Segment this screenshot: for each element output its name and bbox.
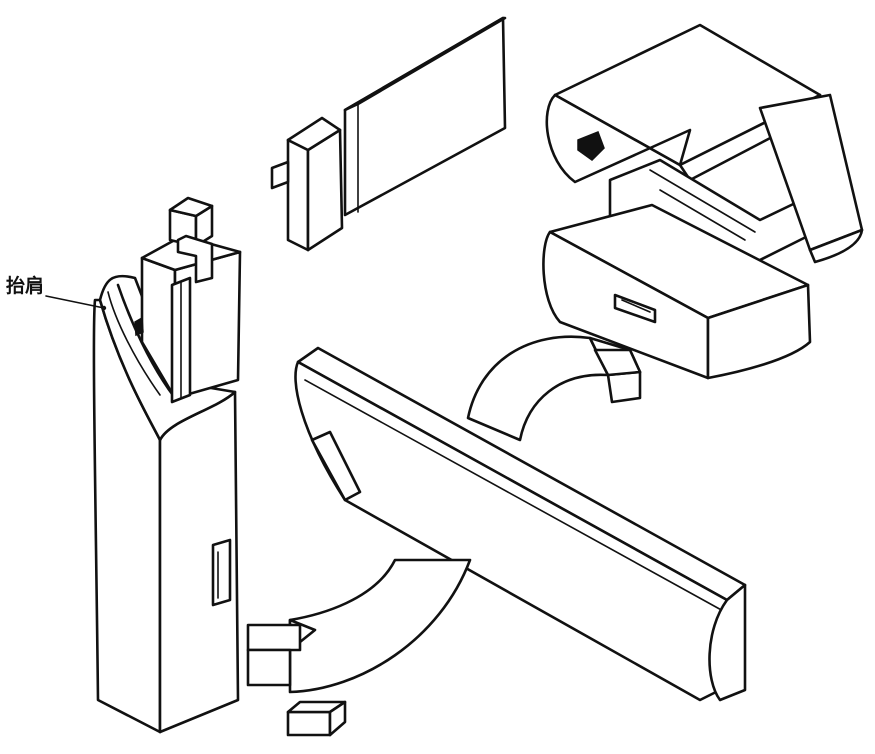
curved-arm [246,335,642,737]
annotation-leader-dot [101,305,107,311]
step-edge-line [649,169,756,233]
loose-tenon-front [286,710,332,737]
lower-tenon-side [246,648,292,687]
annotation-label: 抬肩 [6,274,44,297]
loose-tenon-end [328,700,347,737]
corner-joint [542,23,864,380]
lower-block-end [706,283,812,380]
side-mortise [211,538,232,607]
lower-tenon-front [246,623,302,652]
post-shoulder [98,274,237,442]
shoulder-notch [134,316,144,337]
tenon-slot [176,234,214,284]
board-shoulder-front [286,138,310,252]
top-tenon-top [168,196,214,218]
upper-mortise [577,131,605,161]
upper-arm-front [545,93,692,184]
curved-arm-tenon-top [593,348,642,377]
post-assembly [92,196,242,734]
board-shoulder-top [286,116,342,152]
shoulder-annotation: 抬肩 [6,274,107,311]
beam-lower-cut [310,430,362,502]
curved-arm-tenon [606,370,642,404]
flat-board [270,16,507,252]
board-top-edge [343,16,507,112]
lower-mortise-line [621,299,651,313]
board-tenon-stub [270,160,290,190]
board-front [343,16,507,217]
beam-profile-line [304,379,726,613]
beam-end [708,583,747,702]
right-arm-side [808,228,864,264]
long-beam [294,346,747,702]
shoulder-edge-line [107,291,161,396]
step-edge-line-2 [659,189,746,241]
annotation-leader-line [45,295,105,309]
curved-arm-lower [288,558,472,694]
curved-arm-upper [466,335,610,442]
